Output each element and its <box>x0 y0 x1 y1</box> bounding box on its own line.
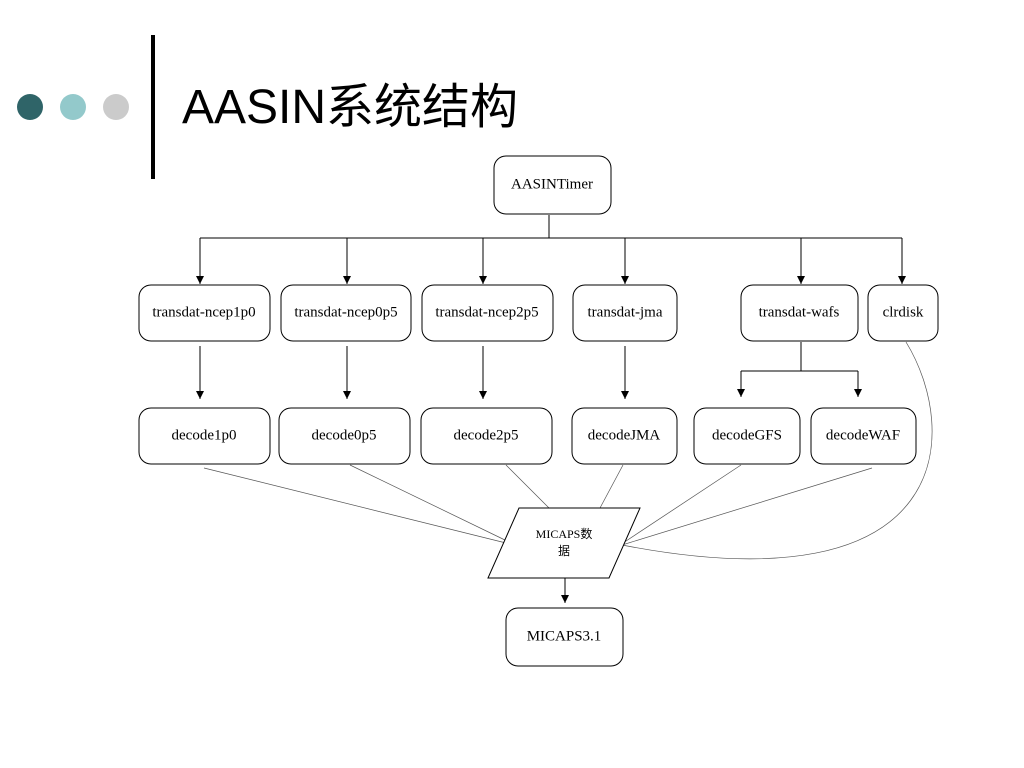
link-clrdisk-data <box>621 341 933 560</box>
node-decodeJMA: decodeJMA <box>571 407 678 465</box>
link-decode2p5-data <box>505 464 550 509</box>
node-micaps-data-label-line2: 据 <box>558 544 570 558</box>
node-transdat-ncep0p5: transdat-ncep0p5 <box>280 284 412 342</box>
node-decodeWAF: decodeWAF <box>810 407 917 465</box>
node-transdat-ncep2p5: transdat-ncep2p5 <box>421 284 554 342</box>
node-decode0p5: decode0p5 <box>278 407 411 465</box>
node-decodeJMA-label: decodeJMA <box>588 427 661 443</box>
link-decodeGFS-data <box>622 464 742 544</box>
node-transdat-wafs-label: transdat-wafs <box>759 304 840 320</box>
decorative-dot-light <box>60 94 86 120</box>
node-transdat-ncep2p5-label: transdat-ncep2p5 <box>435 304 538 320</box>
node-clrdisk-label: clrdisk <box>883 304 924 320</box>
node-micaps31: MICAPS3.1 <box>505 607 624 667</box>
link-decode1p0-data <box>203 467 507 544</box>
node-decodeGFS: decodeGFS <box>693 407 801 465</box>
node-decode1p0: decode1p0 <box>138 407 271 465</box>
node-decodeWAF-label: decodeWAF <box>826 427 900 443</box>
node-micaps31-label: MICAPS3.1 <box>527 628 602 644</box>
title-divider <box>151 35 155 179</box>
decorative-dot-gray <box>103 94 129 120</box>
node-aasintimer-label: AASINTimer <box>511 176 593 192</box>
node-clrdisk: clrdisk <box>867 284 939 342</box>
node-aasintimer: AASINTimer <box>493 155 612 215</box>
node-transdat-jma-label: transdat-jma <box>588 304 663 320</box>
node-transdat-ncep1p0: transdat-ncep1p0 <box>138 284 271 342</box>
node-transdat-ncep0p5-label: transdat-ncep0p5 <box>294 304 397 320</box>
node-decodeGFS-label: decodeGFS <box>712 427 782 443</box>
node-transdat-ncep1p0-label: transdat-ncep1p0 <box>152 304 255 320</box>
node-decode2p5: decode2p5 <box>420 407 553 465</box>
node-decode0p5-label: decode0p5 <box>312 427 377 443</box>
link-decode0p5-data <box>349 464 508 542</box>
decorative-dot-dark <box>17 94 43 120</box>
node-micaps-data: MICAPS数 据 <box>487 507 641 579</box>
page-title: AASIN系统结构 <box>182 81 519 134</box>
link-decodeWAF-data <box>621 467 873 546</box>
link-decodeJMA-data <box>599 464 624 509</box>
node-transdat-wafs: transdat-wafs <box>740 284 859 342</box>
node-decode2p5-label: decode2p5 <box>454 427 519 443</box>
node-micaps-data-label-line1: MICAPS数 <box>536 526 593 541</box>
node-decode1p0-label: decode1p0 <box>172 427 237 443</box>
node-transdat-jma: transdat-jma <box>572 284 678 342</box>
